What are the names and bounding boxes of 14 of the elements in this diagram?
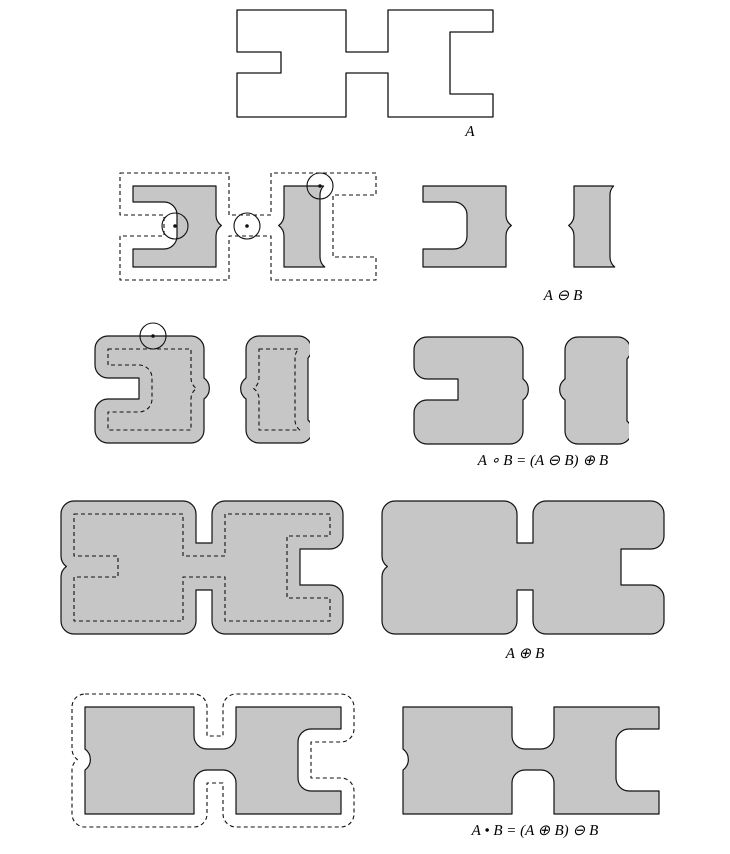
closed-shape [402, 706, 660, 815]
opening-diagram [94, 322, 310, 445]
dilated-shape [381, 500, 665, 635]
dilation-diagram [60, 500, 344, 635]
opened-shape [413, 336, 629, 445]
formula-label: A ∘ B = (A ⊖ B) ⊕ B [478, 452, 608, 470]
shape-outline [236, 9, 494, 118]
closing-diagram [71, 693, 355, 828]
formula-label: A • B = (A ⊕ B) ⊖ B [472, 822, 598, 840]
formula-label: A ⊖ B [544, 287, 582, 305]
erosion-diagram [119, 172, 377, 281]
set-label: A [465, 123, 475, 141]
eroded-shape [422, 185, 616, 268]
formula-label: A ⊕ B [506, 645, 544, 663]
